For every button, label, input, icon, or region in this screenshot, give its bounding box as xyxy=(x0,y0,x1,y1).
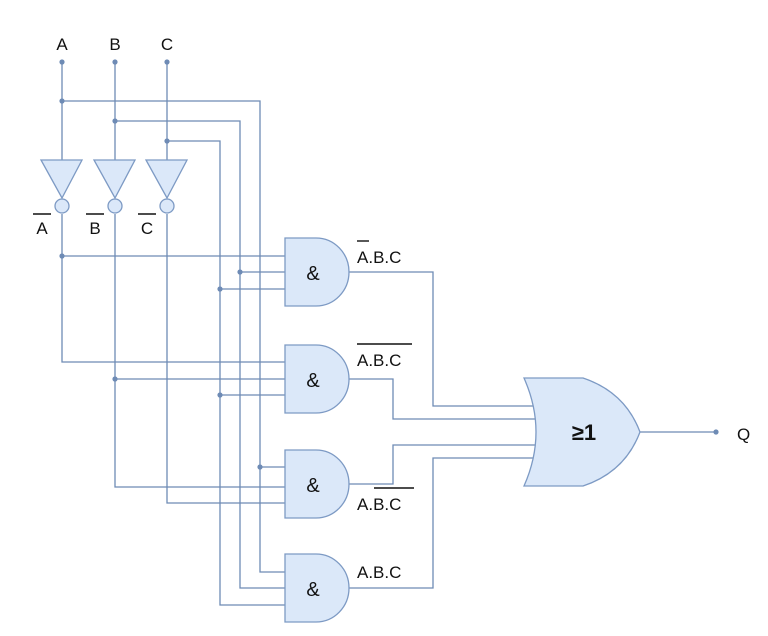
term-2-label: A.B.C xyxy=(357,343,412,370)
and-gate-4-symbol: & xyxy=(306,579,320,601)
inverted-label-a-text: A xyxy=(36,219,48,238)
and-gate-2 xyxy=(284,344,350,414)
inverted-label-c: C xyxy=(138,213,156,238)
or-gate xyxy=(523,377,641,487)
junction-c-and1 xyxy=(217,286,223,292)
junction-c-and2 xyxy=(217,392,223,398)
wire-notc xyxy=(166,214,285,504)
term-4-label: A.B.C xyxy=(357,563,401,582)
wire-notb xyxy=(114,214,285,488)
inverted-label-b: B xyxy=(86,213,104,238)
not-gates xyxy=(39,159,189,214)
wire-c-bus xyxy=(167,140,285,606)
input-a-terminal xyxy=(59,59,65,65)
output-q-terminal xyxy=(713,429,719,435)
term-3-text: A.B.C xyxy=(357,495,401,514)
not-gate-b-body xyxy=(92,159,137,200)
and-gates xyxy=(284,237,350,623)
wire-a-bus xyxy=(62,100,285,573)
not-gate-b-bubble xyxy=(107,198,123,214)
output-label-q: Q xyxy=(737,425,750,444)
inverted-label-b-text: B xyxy=(89,219,100,238)
wire-and2-to-or xyxy=(349,378,541,420)
inverted-label-a: A xyxy=(33,213,51,238)
wire-and1-to-or xyxy=(349,271,536,407)
wire-nota xyxy=(61,214,285,363)
and-gate-3 xyxy=(284,449,350,519)
junction-c xyxy=(164,138,170,144)
input-c-terminal xyxy=(164,59,170,65)
junctions xyxy=(59,59,719,470)
input-label-c: C xyxy=(161,35,173,54)
junction-a xyxy=(59,98,65,104)
wire-and4-to-or xyxy=(349,457,536,589)
and-gate-1 xyxy=(284,237,350,307)
inverted-label-c-text: C xyxy=(141,219,153,238)
junction-b xyxy=(112,118,118,124)
and-gate-4 xyxy=(284,553,350,623)
wires xyxy=(61,62,716,606)
term-3-label: A.B.C xyxy=(357,487,414,514)
junction-b-and1 xyxy=(237,269,243,275)
input-label-b: B xyxy=(109,35,120,54)
and-gate-1-symbol: & xyxy=(306,263,320,285)
not-gate-b xyxy=(92,159,137,214)
or-gate-symbol: ≥1 xyxy=(572,420,596,445)
wire-b-bus xyxy=(115,120,285,589)
term-1-text: A.B.C xyxy=(357,248,401,267)
junction-nota xyxy=(59,253,65,259)
not-gate-c-body xyxy=(144,159,189,200)
not-gate-a-body xyxy=(39,159,84,200)
and-gate-2-symbol: & xyxy=(306,370,320,392)
not-gate-a xyxy=(39,159,84,214)
junction-a-and3 xyxy=(257,464,263,470)
not-gate-c xyxy=(144,159,189,214)
and-gate-3-symbol: & xyxy=(306,475,320,497)
not-gate-a-bubble xyxy=(54,198,70,214)
wire-and3-to-or xyxy=(349,444,541,485)
input-label-a: A xyxy=(56,35,68,54)
input-b-terminal xyxy=(112,59,118,65)
term-2-text: A.B.C xyxy=(357,351,401,370)
term-1-label: A.B.C xyxy=(357,240,401,267)
not-gate-c-bubble xyxy=(159,198,175,214)
junction-notb xyxy=(112,376,118,382)
